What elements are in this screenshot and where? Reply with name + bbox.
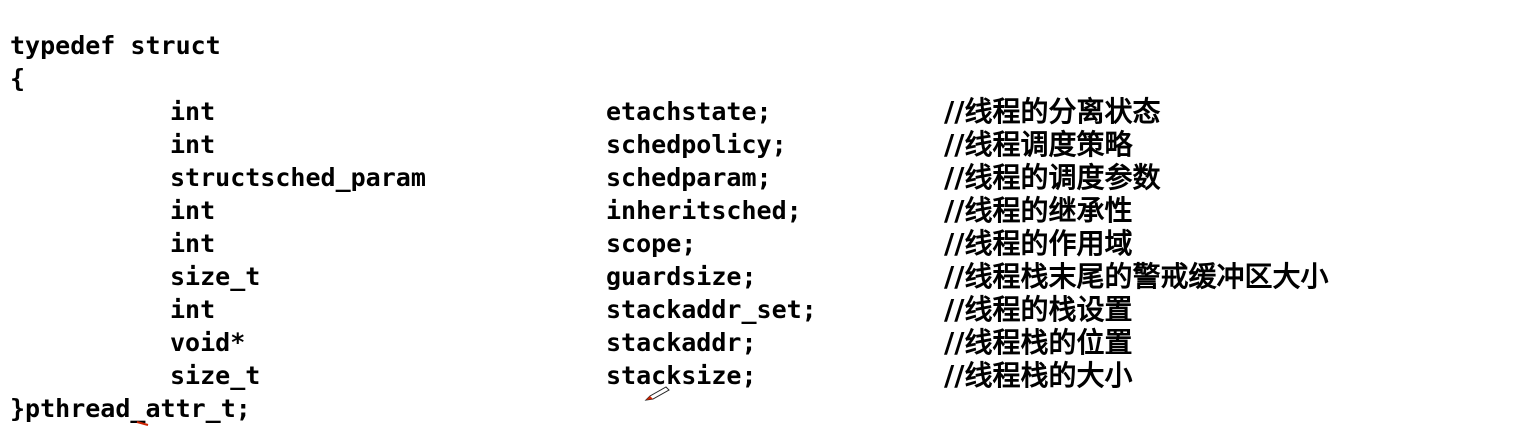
field-comment: //线程的分离状态	[944, 95, 1161, 128]
field-name: stacksize;	[606, 361, 757, 390]
field-type: void*	[170, 328, 246, 357]
field-type: size_t	[170, 361, 261, 390]
field-name: etachstate;	[606, 97, 772, 126]
field-name: inheritsched;	[606, 196, 802, 225]
field-name: stackaddr;	[606, 328, 757, 357]
closing-typedef-line: }pthread_attr_t;	[10, 394, 251, 423]
field-type: int	[170, 130, 216, 159]
field-name: schedpolicy;	[606, 130, 787, 159]
field-name: guardsize;	[606, 262, 757, 291]
field-comment: //线程栈的位置	[944, 326, 1133, 359]
field-name: stackaddr_set;	[606, 295, 817, 324]
field-comment: //线程调度策略	[944, 128, 1133, 161]
field-type: int	[170, 196, 216, 225]
field-comment: //线程栈末尾的警戒缓冲区大小	[944, 260, 1329, 293]
field-type: int	[170, 97, 216, 126]
field-type: structsched_param	[170, 163, 426, 192]
field-name: schedparam;	[606, 163, 772, 192]
field-type: size_t	[170, 262, 261, 291]
red-annotation-mark	[136, 421, 149, 426]
field-comment: //线程的栈设置	[944, 293, 1133, 326]
open-brace-line: {	[10, 64, 26, 93]
pen-cursor-icon	[644, 386, 670, 401]
field-comment: //线程的作用域	[944, 227, 1133, 260]
field-name: scope;	[606, 229, 697, 258]
field-type: int	[170, 229, 216, 258]
field-comment: //线程栈的大小	[944, 359, 1133, 392]
field-comment: //线程的继承性	[944, 194, 1133, 227]
field-type: int	[170, 295, 216, 324]
typedef-line: typedef struct	[10, 31, 221, 60]
field-comment: //线程的调度参数	[944, 161, 1161, 194]
